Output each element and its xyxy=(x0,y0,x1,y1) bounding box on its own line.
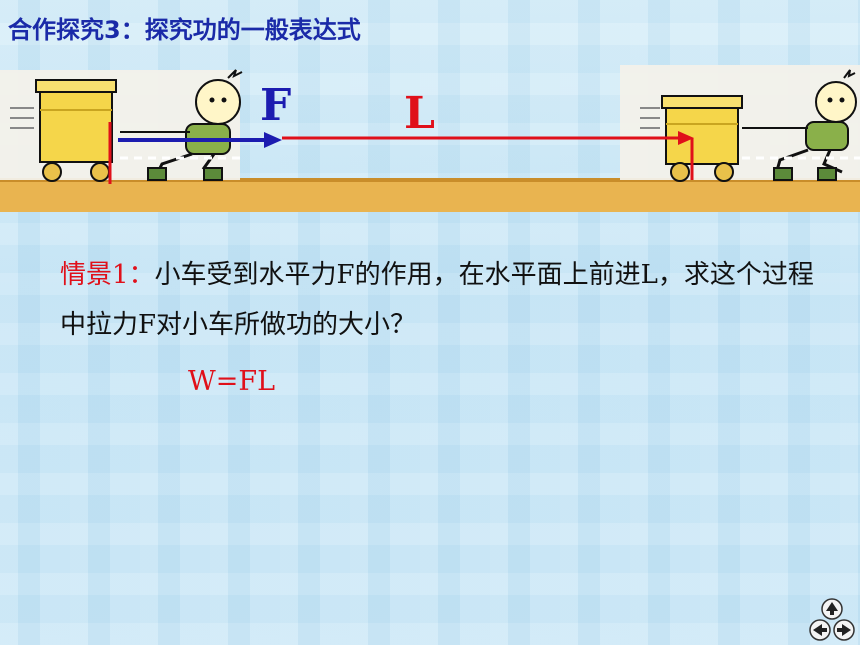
right-arrow-icon[interactable] xyxy=(833,619,855,641)
distance-label: L xyxy=(404,88,435,139)
child-pusher-icon xyxy=(742,69,857,181)
up-arrow-icon[interactable] xyxy=(821,598,843,620)
slide-nav xyxy=(809,598,855,641)
force-label: F xyxy=(260,80,291,131)
force-arrow xyxy=(118,132,282,148)
displacement-arrow xyxy=(282,131,694,145)
scenario-body: 小车受到水平力F的作用，在水平面上前进L，求这个过程中拉力F对小车所做功的大小？ xyxy=(60,260,814,340)
scenario-lead: 情景1： xyxy=(60,260,155,290)
slide-title: 合作探究3：探究功的一般表达式 xyxy=(8,16,361,44)
ground xyxy=(0,180,860,212)
left-arrow-icon[interactable] xyxy=(809,619,831,641)
work-formula: W=FL xyxy=(188,366,276,397)
work-diagram: F L xyxy=(0,65,860,212)
child-pusher-icon xyxy=(120,69,243,181)
cart-icon xyxy=(640,95,743,182)
cart-icon xyxy=(10,79,117,182)
scenario-text: 情景1：小车受到水平力F的作用，在水平面上前进L，求这个过程中拉力F对小车所做功… xyxy=(60,250,820,350)
